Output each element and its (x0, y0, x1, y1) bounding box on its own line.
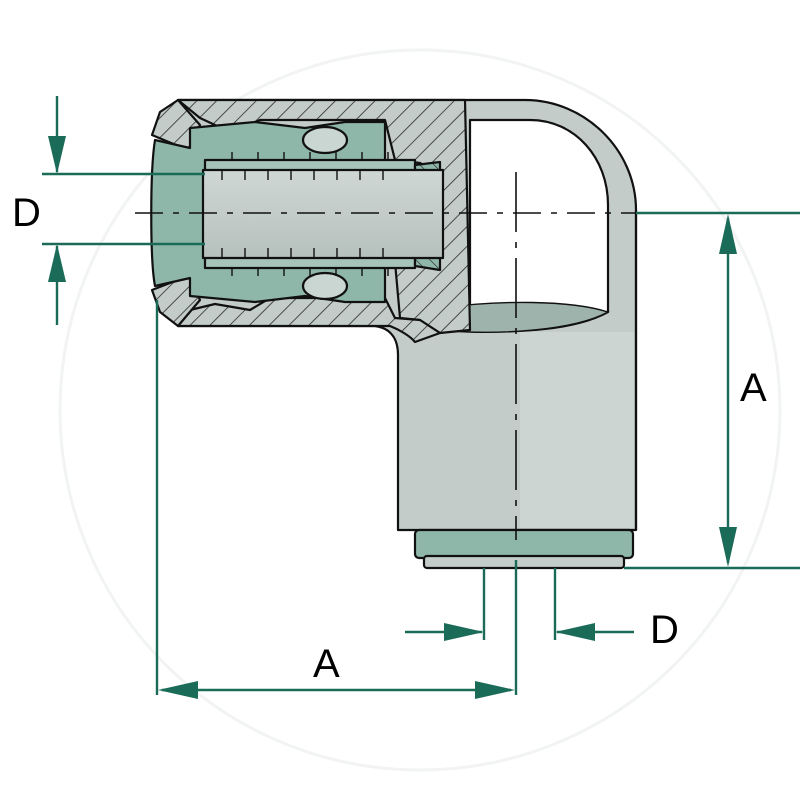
tube-ribs-bottom (221, 248, 384, 258)
dim-bottom-d-arrow-right (555, 623, 595, 641)
label-right-a: A (740, 366, 767, 410)
housing-section-bottom (176, 296, 442, 344)
dim-left-d-arrow-bottom (48, 244, 66, 282)
dimensions (42, 96, 800, 699)
bottom-ring (422, 554, 626, 570)
dim-right-a-arrow-bottom (719, 527, 737, 567)
inserted-tube (201, 168, 445, 260)
center-lines (135, 172, 640, 540)
label-bottom-a: A (313, 642, 340, 686)
o-ring-top (301, 125, 349, 155)
dim-bottom-d-arrow-left (444, 623, 484, 641)
label-left-d: D (12, 191, 41, 235)
bottom-collar (413, 528, 635, 560)
collet-fingers-top (231, 152, 389, 160)
dim-bottom-a-arrow-right (475, 681, 515, 699)
background-circle (58, 48, 782, 772)
tube-ribs-top (221, 170, 384, 180)
elbow-bore-opening (468, 118, 610, 333)
o-ring-bottom (301, 271, 349, 301)
tube-body (201, 168, 445, 260)
vertical-leg-shade (520, 332, 634, 528)
label-bottom-d: D (650, 608, 679, 652)
bore-floor (439, 301, 610, 333)
bottom-port (413, 528, 635, 570)
dim-left-d-arrow-top (48, 136, 66, 174)
dim-right-a-arrow-top (719, 214, 737, 254)
dim-bottom-a-arrow-left (158, 681, 198, 699)
collet-fingers-bottom (231, 268, 389, 276)
